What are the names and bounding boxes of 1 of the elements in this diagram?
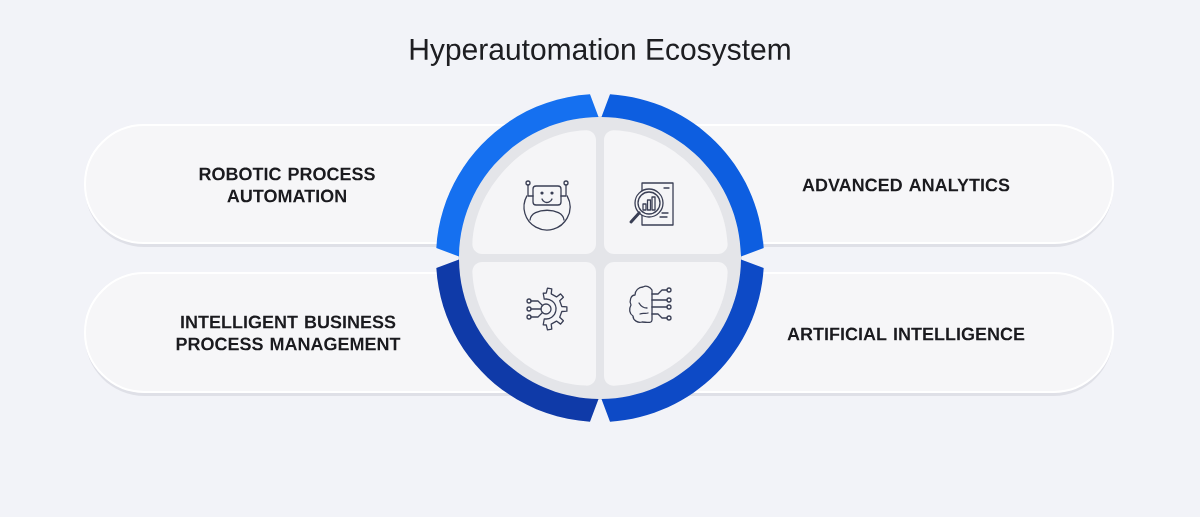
title: Hyperautomation Ecosystem [410, 38, 790, 66]
